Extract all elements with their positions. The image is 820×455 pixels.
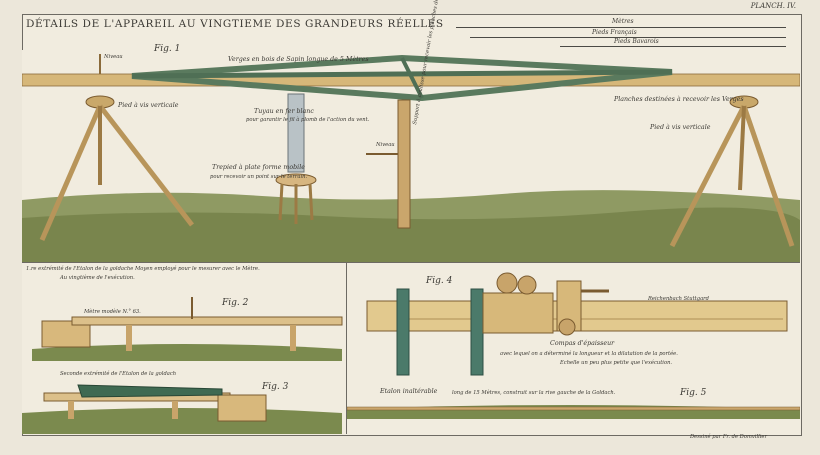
- scale-bar-pieds-francais: [470, 37, 786, 38]
- engraver-credit: Dessiné par Fr. de Domvillier: [690, 434, 767, 440]
- fig2-fig3-illustration: [22, 263, 346, 434]
- fig1-tuyau-note: pour garantir le fil à plomb de l'action…: [246, 117, 370, 123]
- fig5-etalon-note: long de 15 Mètres, construit sur la rive…: [452, 390, 616, 396]
- fig4-maker-label: Reichenbach Stuttgard: [648, 296, 709, 302]
- fig1-trepied-note: pour recevoir un point sur le terrain.: [210, 174, 308, 180]
- fig1-niveau-mid-label: Niveau: [376, 142, 395, 148]
- fig3-label: Fig. 3: [262, 382, 289, 392]
- fig2-label: Fig. 2: [222, 298, 249, 308]
- fig4-label: Fig. 4: [426, 276, 453, 286]
- scale-label-metres: Mètres: [612, 18, 634, 25]
- fig5-etalon-label: Etalon inaltérable: [380, 388, 438, 395]
- fig1-planches-label: Planches destinées à recevoir les Verges: [614, 96, 744, 103]
- scale-label-pieds-bavarois: Pieds Bavarois: [614, 38, 659, 45]
- fig4-fig5-illustration: [347, 263, 800, 434]
- fig3-seconde-label: Seconde extrémité de l'Etalon de la gold…: [60, 371, 177, 377]
- scale-bar-pieds-bavarois: [560, 46, 786, 47]
- fig4-echelle-note: Echelle un peu plus petite que l'exécuti…: [560, 360, 673, 366]
- fig1-pied-right-label: Pied à vis verticale: [650, 124, 711, 131]
- fig1-niveau-left-label: Niveau: [104, 54, 123, 60]
- scale-label-pieds-francais: Pieds Français: [592, 29, 637, 36]
- fig1-tuyau-label: Tuyau en fer blanc: [254, 108, 314, 115]
- plate-title: DÉTAILS DE L'APPAREIL AU VINGTIEME DES G…: [26, 18, 444, 30]
- fig4-compas-note: avec lequel on a déterminé la longueur e…: [500, 351, 678, 357]
- fig1-verges-label: Verges en bois de Sapin longue de 5 Mètr…: [228, 56, 369, 63]
- fig4-fig5-panel: [347, 263, 800, 434]
- fig2-fig3-panel: [22, 263, 347, 434]
- fig1-panel: [22, 50, 800, 263]
- fig1-pied-left-label: Pied à vis verticale: [118, 102, 179, 109]
- scale-bar-metres: [456, 27, 786, 28]
- fig2-caption2: Au vingtième de l'exécution.: [60, 275, 135, 281]
- fig1-illustration: [22, 50, 800, 262]
- plate-number: PLANCH. IV.: [750, 2, 796, 10]
- fig1-trepied-label: Trepied à plate forme mobile: [212, 164, 305, 171]
- fig2-caption: 1.re extrémité de l'Etalon de la goldach…: [26, 266, 260, 272]
- fig4-compas-label: Compas d'épaisseur: [550, 340, 615, 347]
- fig2-metre-label: Mètre modèle N.° 63.: [84, 309, 141, 315]
- fig1-label: Fig. 1: [154, 44, 181, 54]
- fig5-label: Fig. 5: [680, 388, 707, 398]
